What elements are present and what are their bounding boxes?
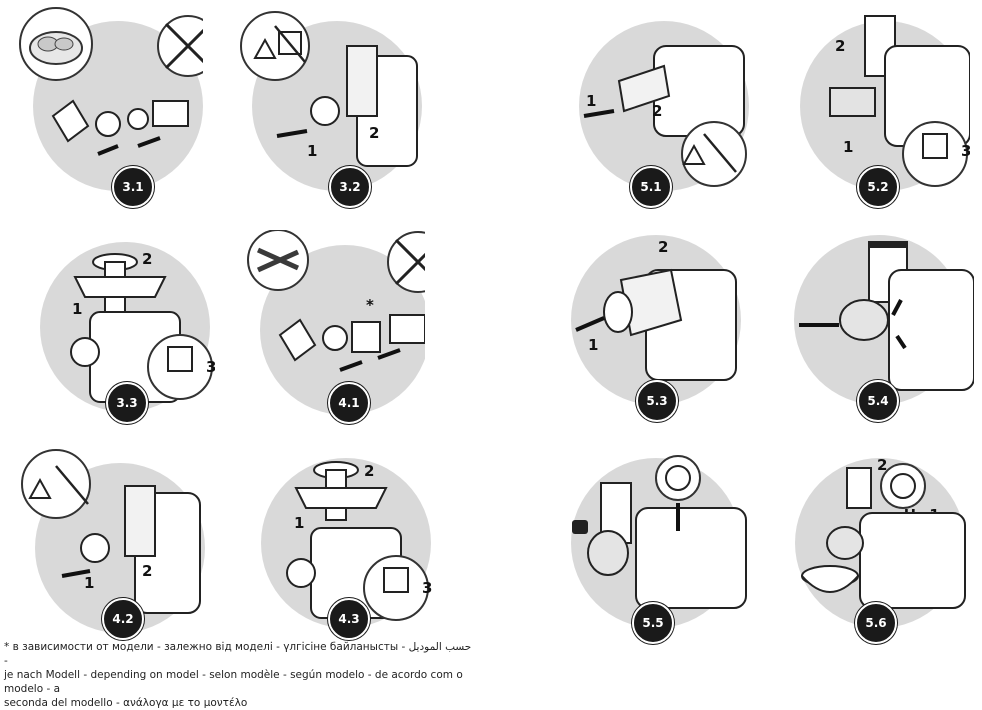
step-3-3-panel: 2 1 3 3.3: [30, 232, 215, 424]
svg-text:1: 1: [586, 92, 596, 110]
footnote-line-1: * в зависимости от модели - залежно від …: [4, 641, 472, 667]
step-5-3-panel: 1 2 5.3: [566, 230, 751, 422]
svg-text:2: 2: [142, 562, 152, 580]
step-4-3-panel: 2 1 3 4.3: [256, 448, 441, 640]
svg-text:1: 1: [294, 514, 304, 532]
step-5-6-badge: 5.6: [855, 602, 897, 644]
svg-text:2: 2: [877, 456, 887, 474]
step-4-1-badge: 4.1: [328, 382, 370, 424]
svg-text:1: 1: [588, 336, 598, 354]
step-4-2-badge: 4.2: [102, 598, 144, 640]
step-3-2-badge: 3.2: [329, 166, 371, 208]
svg-text:3: 3: [961, 142, 970, 160]
step-5-4-badge: 5.4: [857, 380, 899, 422]
svg-text:1: 1: [843, 138, 853, 156]
step-4-1-panel: * 4.1: [240, 230, 425, 424]
step-3-1-badge: 3.1: [112, 166, 154, 208]
svg-text:*: *: [366, 296, 374, 314]
svg-text:1: 1: [84, 574, 94, 592]
step-3-2-panel: 1 2 3.2: [237, 6, 422, 208]
svg-text:2: 2: [652, 102, 662, 120]
step-5-5-badge: 5.5: [632, 602, 674, 644]
step-5-3-badge: 5.3: [636, 380, 678, 422]
step-5-2-panel: 2 1 3 5.2: [785, 6, 970, 208]
step-3-3-badge: 3.3: [106, 382, 148, 424]
step-5-1-panel: 1 2 5.1: [564, 6, 749, 208]
step-5-4-panel: 5.4: [789, 230, 974, 422]
footnote-line-2: je nach Modell - depending on model - se…: [4, 669, 463, 695]
step-3-1-panel: 3.1: [18, 6, 203, 208]
svg-text:2: 2: [142, 250, 152, 268]
step-5-6-panel: 2 !!→1 5.6: [785, 448, 970, 644]
step-4-3-badge: 4.3: [328, 598, 370, 640]
svg-text:2: 2: [658, 238, 668, 256]
svg-text:3: 3: [206, 358, 215, 376]
svg-text:2: 2: [369, 124, 379, 142]
footnote-line-3: seconda del modello - ανάλογα με το μοντ…: [4, 697, 248, 709]
step-5-1-badge: 5.1: [630, 166, 672, 208]
step-5-2-badge: 5.2: [857, 166, 899, 208]
footnote: * в зависимости от модели - залежно від …: [4, 640, 474, 710]
step-4-2-panel: 1 2 4.2: [20, 448, 205, 640]
step-5-5-panel: 5.5: [566, 448, 751, 644]
svg-text:1: 1: [72, 300, 82, 318]
svg-text:3: 3: [422, 579, 432, 597]
svg-text:1: 1: [307, 142, 317, 160]
svg-text:2: 2: [835, 37, 845, 55]
svg-text:2: 2: [364, 462, 374, 480]
